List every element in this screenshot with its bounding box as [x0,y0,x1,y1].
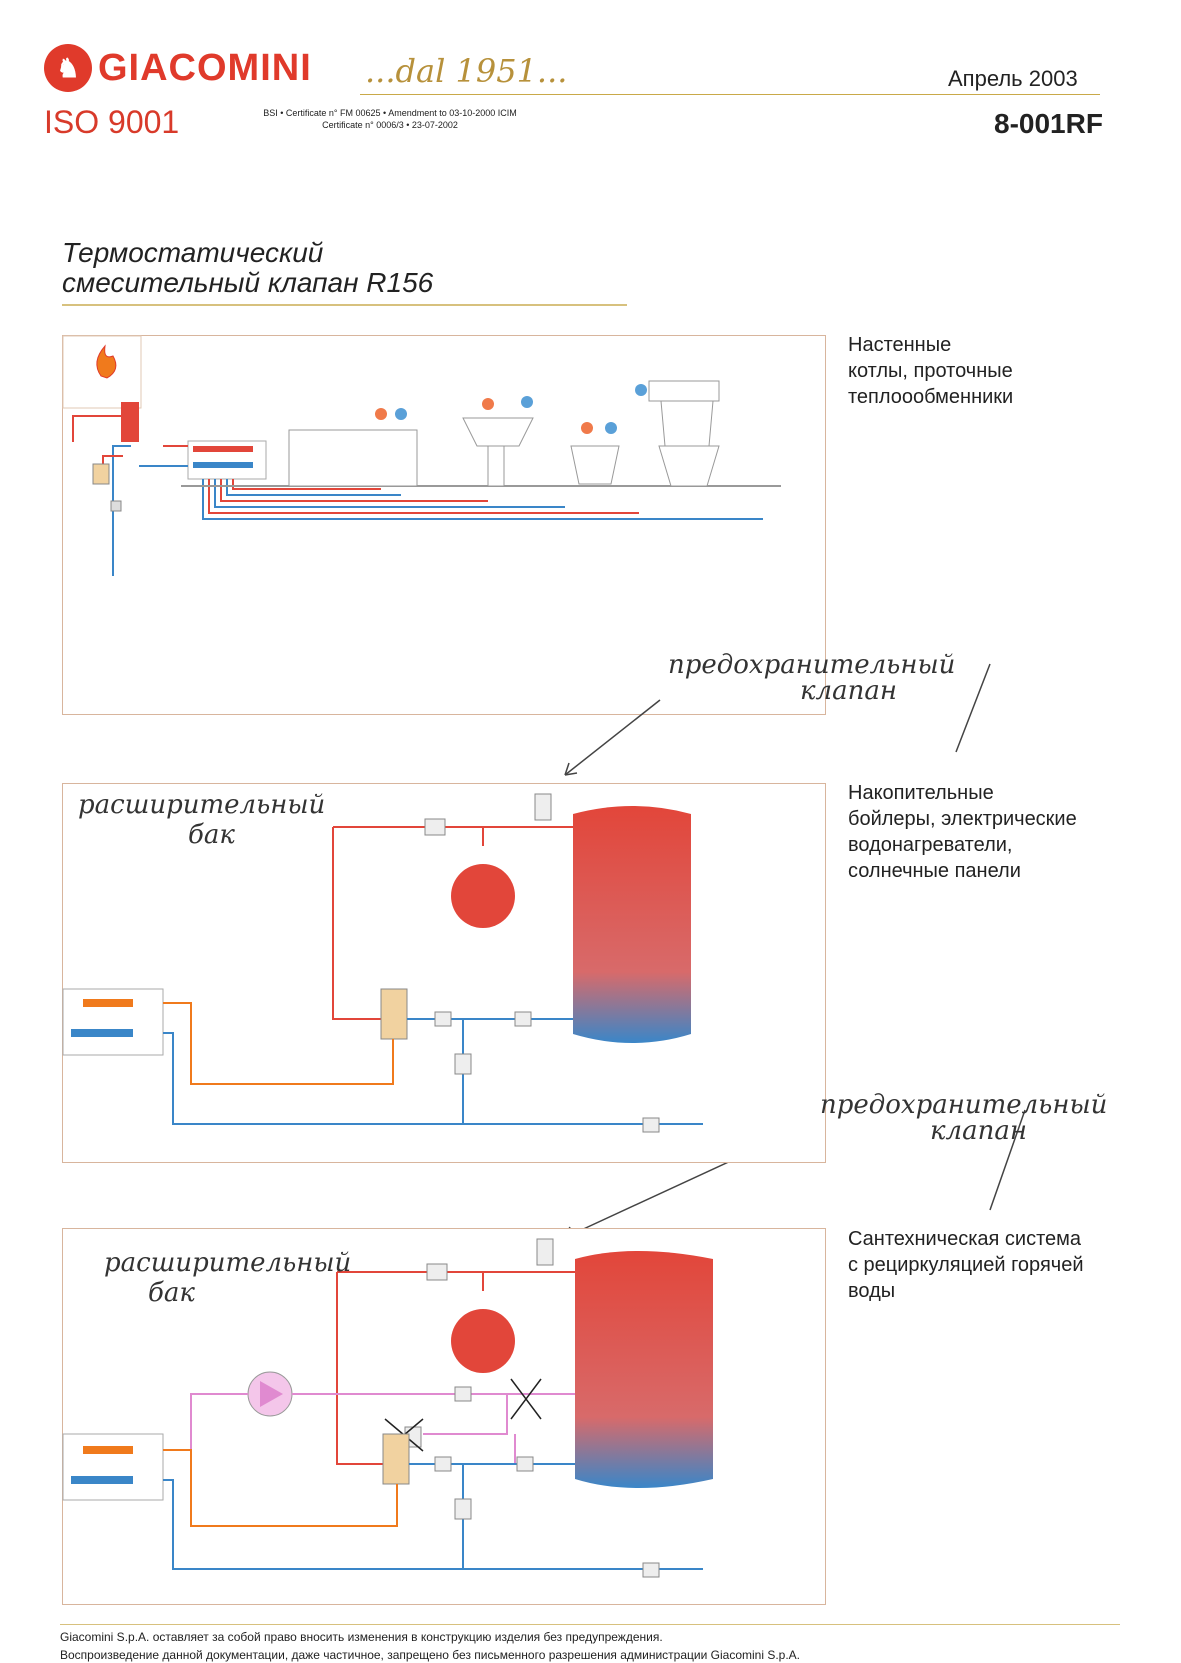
since-label: ...dal 1951... [365,52,568,90]
title-underline [62,304,627,306]
section-1-line-2: котлы, проточные [848,360,1013,382]
diagram-recirculation-frame [62,1228,826,1605]
section-2-line-2: бойлеры, электрические [848,808,1077,830]
annotation-3-line-2: клапан [930,1116,1027,1146]
expansion-tank [451,1309,515,1373]
diagram-recirculation [62,1238,713,1578]
annotation-expansion-tank-2: расширительный бак [104,1248,351,1308]
title-line-1: Термостатический [62,237,324,268]
section-2-line-1: Накопительные [848,782,994,804]
annotation-4-line-2: бак [148,1278,195,1308]
bidet [570,445,620,485]
expansion-tank [451,864,515,928]
annotation-expansion-tank-1: расширительный бак [78,790,325,850]
annotation-1-line-2: клапан [800,676,897,706]
cross-mark-icon [510,1378,542,1420]
brand: ♞ GIACOMINI [44,44,312,92]
title-line-2: смесительный клапан R156 [62,267,434,298]
annotation-2-line-2: бак [188,820,235,850]
cert-line-2: Certificate n° 0006/3 • 23-07-2002 [322,120,458,130]
bathtub [288,429,418,487]
section-2-line-4: солнечные панели [848,860,1021,882]
section-3-description: Сантехническая система с рециркуляцией г… [848,1226,1158,1304]
header-divider [360,94,1100,95]
hot-manifold [193,446,253,452]
thermostatic-mixing-valve [382,1433,410,1485]
annotation-4-line-1: расширительный [104,1248,352,1278]
cold-manifold [193,462,253,468]
section-3-line-2: с рециркуляцией горячей [848,1254,1084,1276]
footer-line-1: Giacomini S.p.A. оставляет за собой прав… [60,1630,663,1644]
footer-line-2: Воспроизведение данной документации, даж… [60,1648,801,1662]
section-3-line-1: Сантехническая система [848,1228,1082,1250]
section-1-line-1: Настенные [848,334,952,356]
footer-divider [60,1624,1120,1625]
heat-exchanger [121,402,139,442]
diagram-boiler-frame [62,335,826,715]
certificate-info: BSI • Certificate n° FM 00625 • Amendmen… [240,107,540,131]
diagram-storage [62,793,703,1133]
mixing-valve [92,463,110,485]
cold-tap-icon [395,408,407,420]
diagram-storage-frame [62,783,826,1163]
doc-code: 8-001RF [994,108,1103,139]
annotation-1-line-1: предохранительный [668,650,956,680]
shutoff-valve [424,818,446,836]
toilet [658,445,720,487]
washbasin [462,417,534,447]
annotation-2-line-1: расширительный [78,790,326,820]
cert-line-1: BSI • Certificate n° FM 00625 • Amendmen… [263,108,517,118]
doc-date: Апрель 2003 [948,66,1078,91]
brand-name: GIACOMINI [98,46,312,89]
manifold-box [62,1433,164,1501]
section-2-line-3: водонагреватели, [848,834,1013,856]
safety-valve [536,1238,554,1266]
storage-tank [573,806,691,1043]
thermostatic-mixing-valve [380,988,408,1040]
page-title: Термостатический смесительный клапан R15… [62,238,433,298]
diagram-boiler [62,335,781,576]
shutoff-valve [426,1263,448,1281]
flame-icon [96,344,117,379]
section-1-description: Настенные котлы, проточные теплоообменни… [848,332,1148,410]
section-1-line-3: теплоообменники [848,386,1014,408]
safety-valve [534,793,552,821]
giacomini-logo-icon: ♞ [44,44,92,92]
annotation-3-line-1: предохранительный [820,1090,1108,1120]
annotation-safety-valve-1: предохранительный клапан [668,650,955,706]
section-2-description: Накопительные бойлеры, электрические вод… [848,780,1148,884]
annotation-safety-valve-2: предохранительный клапан [820,1090,1107,1146]
manifold-box [62,988,164,1056]
hot-tap-icon [375,408,387,420]
iso-label: ISO 9001 [44,104,180,140]
section-3-line-3: воды [848,1280,896,1302]
storage-tank [575,1251,713,1488]
